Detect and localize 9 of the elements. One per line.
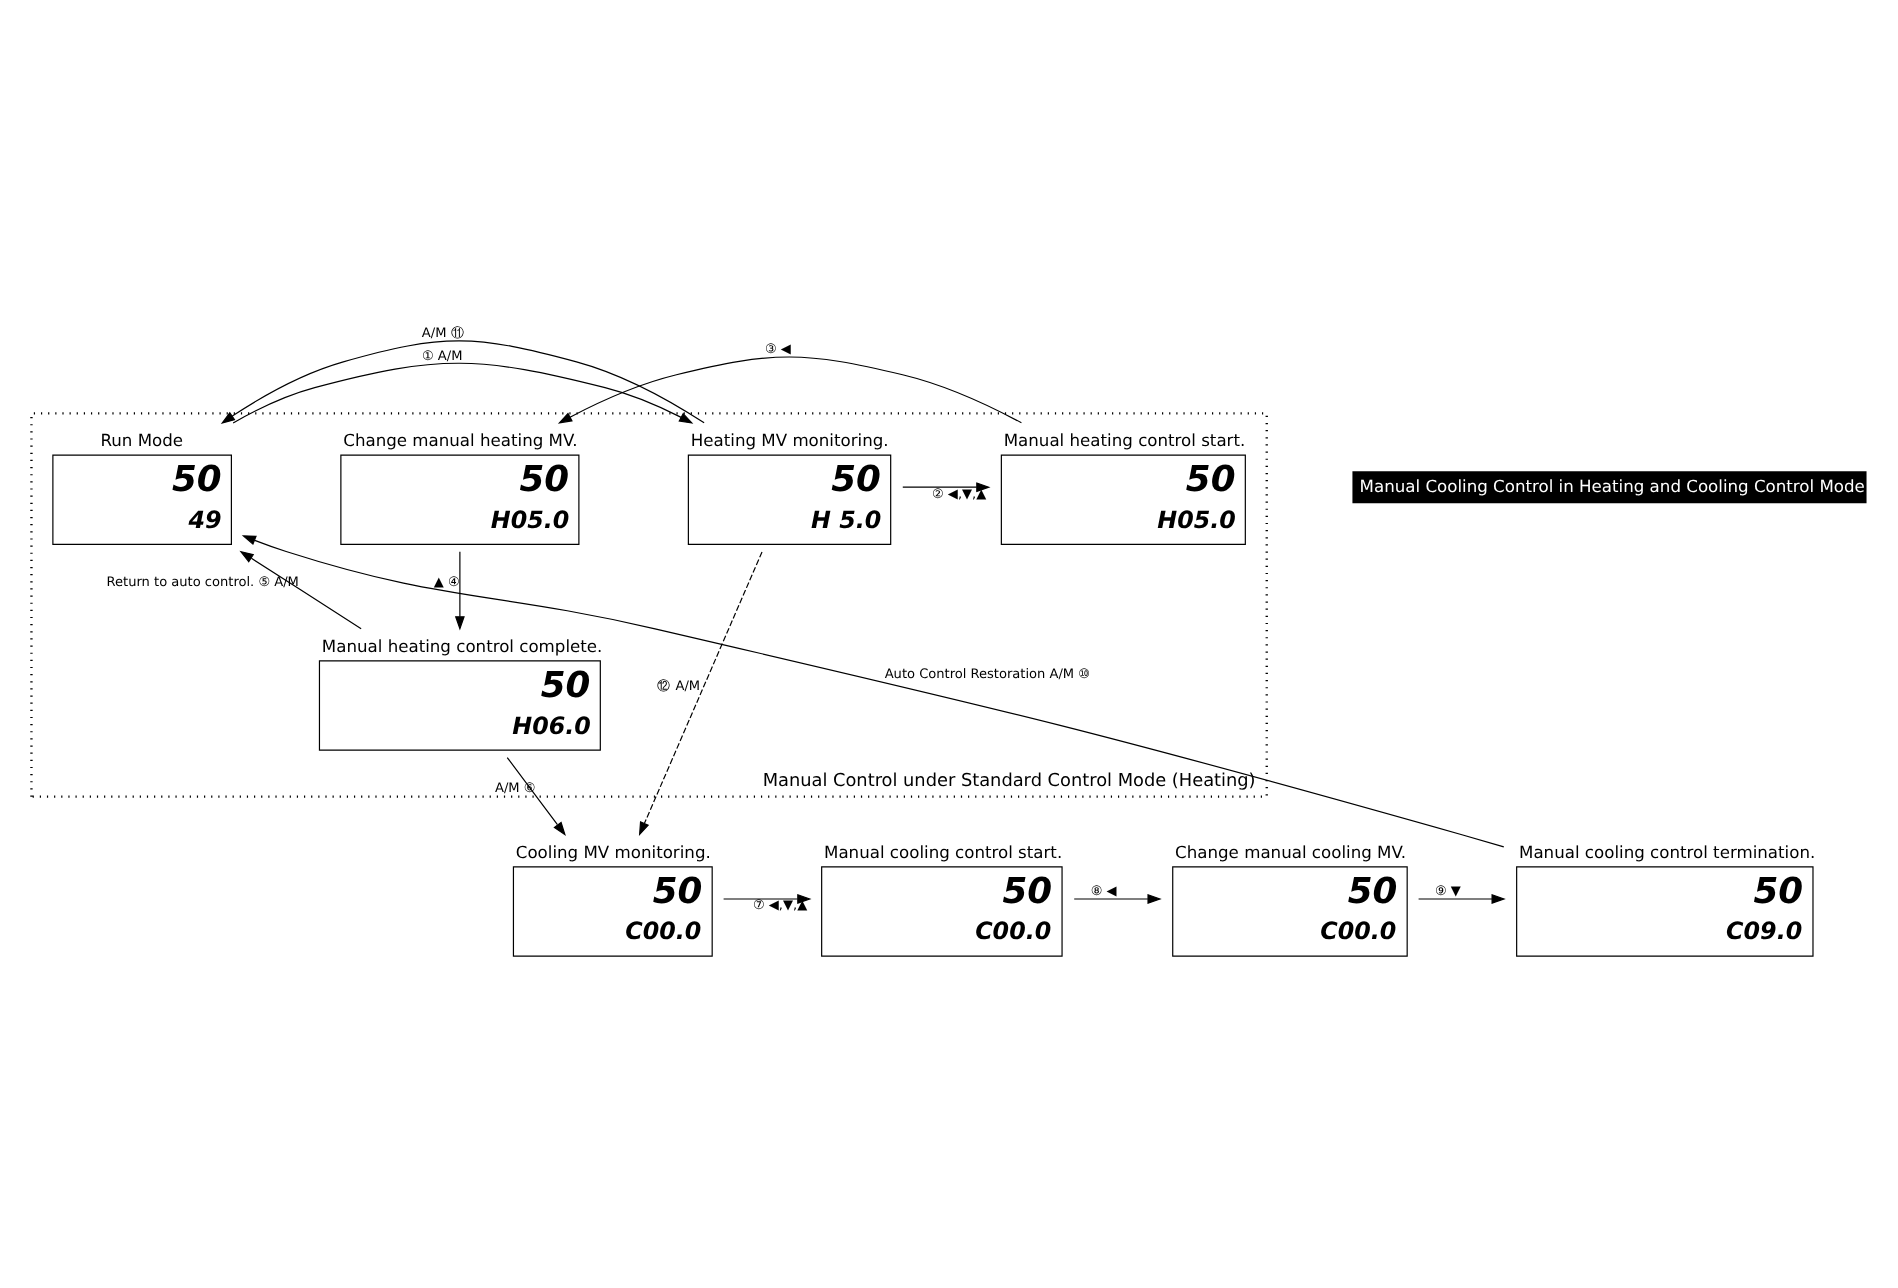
node-label: Manual cooling control termination. <box>1519 840 1816 861</box>
node-label: Cooling MV monitoring. <box>515 840 711 861</box>
node-label: Run Mode <box>100 428 184 449</box>
node-label: Manual heating control start. <box>1003 428 1246 449</box>
node-label: Manual cooling control start. <box>824 840 1063 861</box>
node-label: Manual heating control complete. <box>321 634 603 655</box>
node-label: Change manual heating MV. <box>343 428 578 449</box>
node-label: Heating MV monitoring. <box>690 428 889 449</box>
node-label: Change manual cooling MV. <box>1175 840 1406 861</box>
